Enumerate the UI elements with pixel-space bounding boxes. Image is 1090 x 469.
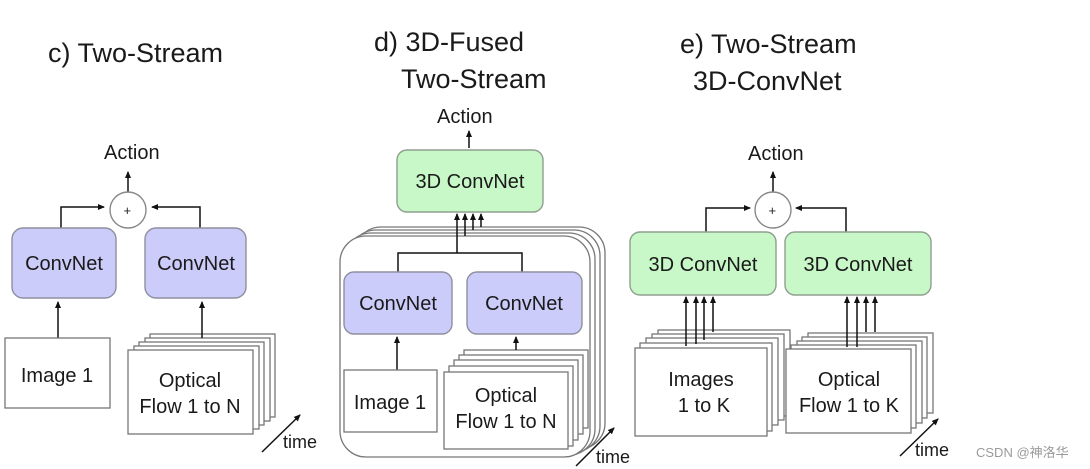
panel-e-left-to-sum-arrow <box>705 205 751 232</box>
panel-e-action-label: Action <box>748 143 804 165</box>
panel-c-flow-stack <box>127 333 276 435</box>
panel-e-flow-stack <box>785 332 934 434</box>
panel-c-title: c) Two-Stream <box>48 38 223 68</box>
panel-d-3d-convnet <box>396 149 544 213</box>
panel-c-sum-node <box>109 191 147 229</box>
panel-d-action-label: Action <box>437 106 493 128</box>
panel-c-convnet-left-label: ConvNet <box>25 253 103 275</box>
panel-c: c) Two-Stream Action + ConvNet ConvNet I… <box>4 38 317 453</box>
panel-d-flow-label-1: Optical <box>475 385 537 407</box>
panel-d-flow-label-2: Flow 1 to N <box>455 411 556 433</box>
panel-e: e) Two-Stream 3D-ConvNet Action + 3D Con… <box>629 29 949 460</box>
panel-d-title-line2: Two-Stream <box>401 64 547 94</box>
panel-d-convnet-left-label: ConvNet <box>359 293 437 315</box>
panel-c-action-label: Action <box>104 142 160 164</box>
panel-c-flow-label-1: Optical <box>159 370 221 392</box>
panel-d-title-line1: d) 3D-Fused <box>374 27 524 57</box>
watermark: CSDN @神洛华 <box>976 445 1069 460</box>
panel-e-time-arrow <box>899 418 939 457</box>
panel-c-convnet-left <box>11 227 117 299</box>
panel-c-convnet-right-label: ConvNet <box>157 253 235 275</box>
panel-d-flow-stack <box>443 349 589 450</box>
panel-c-right-to-sum-arrow <box>151 204 201 228</box>
panel-c-left-to-sum-arrow <box>60 204 105 228</box>
panel-e-title-line1: e) Two-Stream <box>680 29 857 59</box>
panel-e-flow-front <box>785 348 912 434</box>
panel-c-image-box <box>4 337 111 409</box>
panel-d-3d-convnet-label: 3D ConvNet <box>416 171 525 193</box>
panel-c-time-label: time <box>283 432 317 452</box>
panel-e-images-label-2: 1 to K <box>678 395 731 417</box>
panel-c-image-label: Image 1 <box>21 365 93 387</box>
panel-e-time-label: time <box>915 440 949 460</box>
panel-e-3d-convnet-left-label: 3D ConvNet <box>649 254 758 276</box>
panel-e-3d-convnet-left <box>629 231 777 296</box>
panel-d: d) 3D-Fused Two-Stream Action 3D ConvNet… <box>339 27 630 467</box>
panel-e-images-front <box>634 347 768 437</box>
panel-e-flow-label-2: Flow 1 to K <box>799 395 900 417</box>
panel-e-3d-convnet-right-label: 3D ConvNet <box>804 254 913 276</box>
panel-d-convnet-left <box>343 271 453 335</box>
panel-e-3d-convnet-right <box>784 231 932 296</box>
panel-d-time-label: time <box>596 447 630 467</box>
panel-c-flow-front <box>127 349 254 435</box>
panel-e-sum-node <box>754 191 792 229</box>
panel-e-images-stack <box>634 329 791 437</box>
panel-d-time-arrow <box>575 427 615 467</box>
panel-e-images-label-1: Images <box>668 369 734 391</box>
panel-d-merge-connector <box>397 252 523 272</box>
panel-e-plus-sign: + <box>769 203 777 218</box>
panel-d-convnet-right <box>466 271 583 335</box>
panel-c-time-arrow <box>261 414 301 453</box>
panel-d-convnet-right-label: ConvNet <box>485 293 563 315</box>
panel-c-flow-label-2: Flow 1 to N <box>139 396 240 418</box>
panel-d-flow-front <box>443 371 569 450</box>
panel-e-right-to-sum-arrow <box>795 205 847 232</box>
panel-e-title-line2: 3D-ConvNet <box>693 66 842 96</box>
panel-d-image-label: Image 1 <box>354 392 426 414</box>
panel-e-flow-label-1: Optical <box>818 369 880 391</box>
panel-c-convnet-right <box>144 227 247 299</box>
panel-d-image-box <box>343 369 438 433</box>
panel-c-plus-sign: + <box>124 203 132 218</box>
